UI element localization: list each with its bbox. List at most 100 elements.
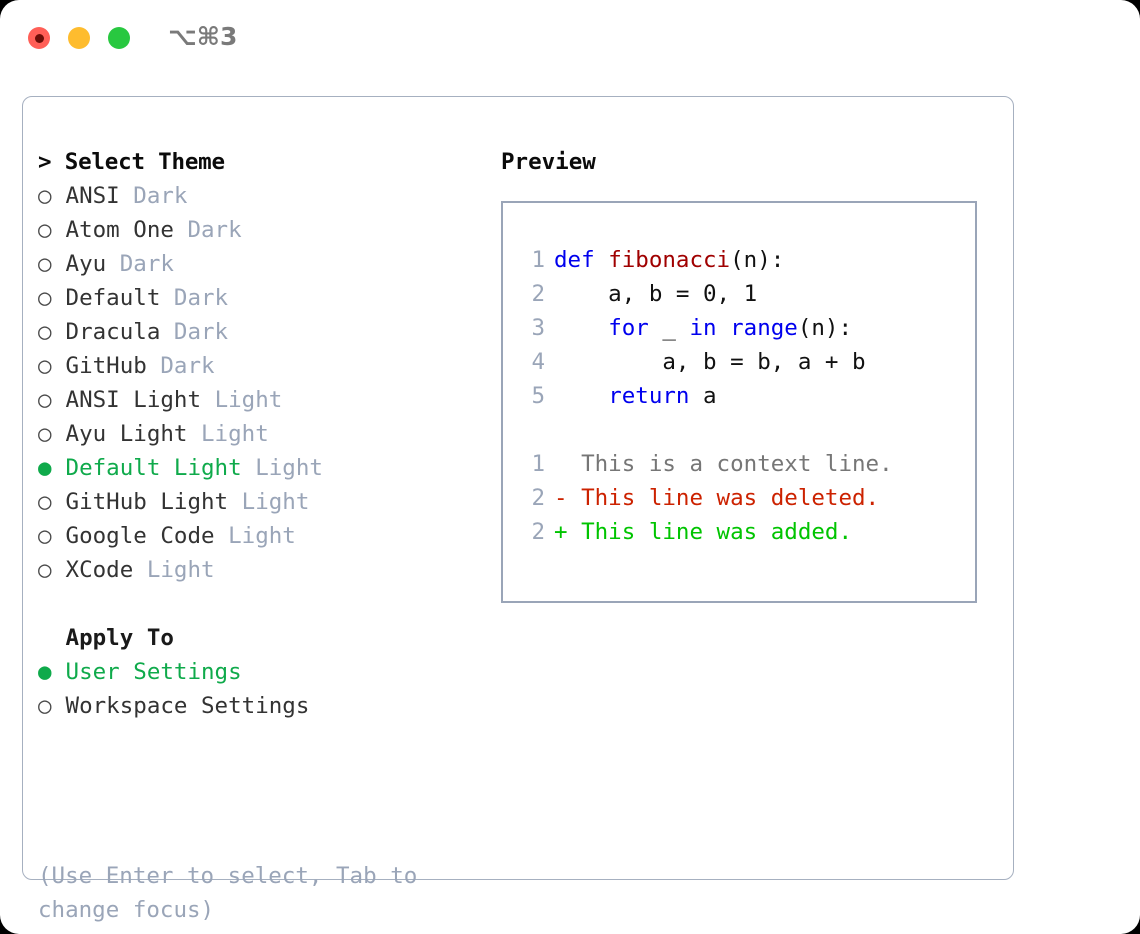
spacer bbox=[52, 319, 66, 345]
code-token-plain bbox=[554, 383, 608, 409]
preview-diff-lines: 1 This is a context line. 2 - This line wa… bbox=[517, 447, 969, 549]
radio-empty-icon[interactable]: ○ bbox=[38, 353, 52, 379]
theme-option-kind-badge: Light bbox=[228, 523, 296, 549]
spacer bbox=[52, 387, 66, 413]
code-line-number: 1 bbox=[531, 247, 545, 273]
theme-option-xcode[interactable]: ○ XCode Light bbox=[38, 553, 493, 587]
spacer bbox=[174, 217, 188, 243]
diff-line-add: 2+ This line was added. bbox=[517, 515, 969, 549]
radio-empty-icon[interactable]: ○ bbox=[38, 693, 52, 719]
close-window-button[interactable] bbox=[28, 27, 50, 49]
theme-option-label: XCode bbox=[65, 557, 134, 583]
apply-to-option-user-settings[interactable]: ● User Settings bbox=[38, 655, 493, 689]
theme-option-kind-badge: Light bbox=[241, 489, 310, 515]
theme-option-kind-badge: Dark bbox=[119, 251, 174, 277]
spacer bbox=[106, 251, 120, 277]
diff-line-ctx: 1 This is a context line. bbox=[517, 447, 969, 481]
theme-option-label: Dracula bbox=[65, 319, 161, 345]
apply-to-heading-label: Apply To bbox=[65, 625, 174, 651]
theme-option-kind-badge: Light bbox=[214, 387, 283, 413]
theme-option-label: Atom One bbox=[65, 217, 174, 243]
radio-selected-icon[interactable]: ● bbox=[38, 659, 52, 685]
theme-option-ansi-light[interactable]: ○ ANSI Light Light bbox=[38, 383, 493, 417]
code-line-number: 2 bbox=[531, 281, 545, 307]
theme-option-label: Ayu Light bbox=[65, 421, 188, 447]
radio-empty-icon[interactable]: ○ bbox=[38, 387, 52, 413]
code-token-kw: def bbox=[554, 247, 609, 273]
spacer bbox=[52, 353, 66, 379]
spacer bbox=[52, 659, 66, 685]
radio-empty-icon[interactable]: ○ bbox=[38, 285, 52, 311]
theme-list-column: > Select Theme ○ ANSI Dark○ Atom One Dar… bbox=[38, 145, 493, 723]
diff-line-number: 2 bbox=[531, 485, 545, 511]
spacer bbox=[147, 353, 161, 379]
theme-option-list: ○ ANSI Dark○ Atom One Dark○ Ayu Dark○ De… bbox=[38, 179, 493, 587]
apply-to-option-list: ● User Settings○ Workspace Settings bbox=[38, 655, 493, 723]
spacer bbox=[187, 421, 201, 447]
theme-option-ayu[interactable]: ○ Ayu Dark bbox=[38, 247, 493, 281]
theme-option-kind-badge: Light bbox=[146, 557, 215, 583]
apply-to-option-workspace-settings[interactable]: ○ Workspace Settings bbox=[38, 689, 493, 723]
code-line: 1 def fibonacci(n): bbox=[517, 243, 969, 277]
spacer bbox=[133, 557, 147, 583]
diff-line-del: 2 - This line was deleted. bbox=[517, 481, 969, 515]
minimize-window-button[interactable] bbox=[68, 27, 90, 49]
theme-option-kind-badge: Dark bbox=[160, 353, 215, 379]
theme-option-google-code[interactable]: ○ Google Code Light bbox=[38, 519, 493, 553]
keyboard-hint-text: (Use Enter to select, Tab to change focu… bbox=[38, 863, 431, 923]
spacer bbox=[52, 693, 66, 719]
code-token-plain: _ bbox=[648, 315, 690, 341]
list-spacer bbox=[38, 587, 493, 621]
maximize-window-button[interactable] bbox=[108, 27, 130, 49]
spacer bbox=[242, 455, 256, 481]
theme-option-label: Default bbox=[65, 285, 161, 311]
radio-empty-icon[interactable]: ○ bbox=[38, 489, 52, 515]
spacer bbox=[52, 217, 66, 243]
radio-empty-icon[interactable]: ○ bbox=[38, 421, 52, 447]
radio-empty-icon[interactable]: ○ bbox=[38, 523, 52, 549]
theme-option-default-light[interactable]: ● Default Light Light bbox=[38, 451, 493, 485]
theme-option-atom-one[interactable]: ○ Atom One Dark bbox=[38, 213, 493, 247]
code-token-plain: a bbox=[689, 383, 717, 409]
theme-option-label: GitHub Light bbox=[65, 489, 229, 515]
code-line-number: 5 bbox=[531, 383, 545, 409]
spacer bbox=[160, 319, 174, 345]
diff-line-text: - This line was deleted. bbox=[554, 485, 880, 511]
radio-empty-icon[interactable]: ○ bbox=[38, 217, 52, 243]
radio-empty-icon[interactable]: ○ bbox=[38, 183, 52, 209]
radio-empty-icon[interactable]: ○ bbox=[38, 319, 52, 345]
spacer bbox=[52, 489, 66, 515]
theme-option-label: GitHub bbox=[65, 353, 147, 379]
spacer bbox=[120, 183, 134, 209]
code-line: 5 return a bbox=[517, 379, 969, 413]
window-titlebar: ⌥⌘3 bbox=[0, 0, 1140, 76]
prompt-caret-icon: > bbox=[38, 149, 52, 175]
theme-option-github-light[interactable]: ○ GitHub Light Light bbox=[38, 485, 493, 519]
theme-option-github[interactable]: ○ GitHub Dark bbox=[38, 349, 493, 383]
code-token-fn: fibonacci bbox=[608, 247, 731, 273]
code-token-plain: a, b = 0, 1 bbox=[554, 281, 758, 307]
code-token-kw: return bbox=[608, 383, 690, 409]
radio-empty-icon[interactable]: ○ bbox=[38, 251, 52, 277]
spacer bbox=[52, 421, 66, 447]
theme-option-kind-badge: Dark bbox=[187, 217, 242, 243]
theme-option-label: Default Light bbox=[65, 455, 242, 481]
theme-option-ayu-light[interactable]: ○ Ayu Light Light bbox=[38, 417, 493, 451]
radio-empty-icon[interactable]: ○ bbox=[38, 557, 52, 583]
code-token-plain: (n): bbox=[730, 247, 785, 273]
spacer bbox=[215, 523, 229, 549]
radio-selected-icon[interactable]: ● bbox=[38, 455, 52, 481]
spacer bbox=[52, 557, 66, 583]
theme-option-dracula[interactable]: ○ Dracula Dark bbox=[38, 315, 493, 349]
apply-to-heading-indent bbox=[38, 621, 52, 655]
theme-option-kind-badge: Dark bbox=[133, 183, 188, 209]
code-token-plain: a, b = b, a + b bbox=[554, 349, 866, 375]
code-token-plain: (n): bbox=[797, 315, 853, 341]
theme-option-default[interactable]: ○ Default Dark bbox=[38, 281, 493, 315]
theme-option-kind-badge: Dark bbox=[173, 319, 229, 345]
theme-option-ansi[interactable]: ○ ANSI Dark bbox=[38, 179, 493, 213]
theme-option-label: ANSI Light bbox=[65, 387, 202, 413]
